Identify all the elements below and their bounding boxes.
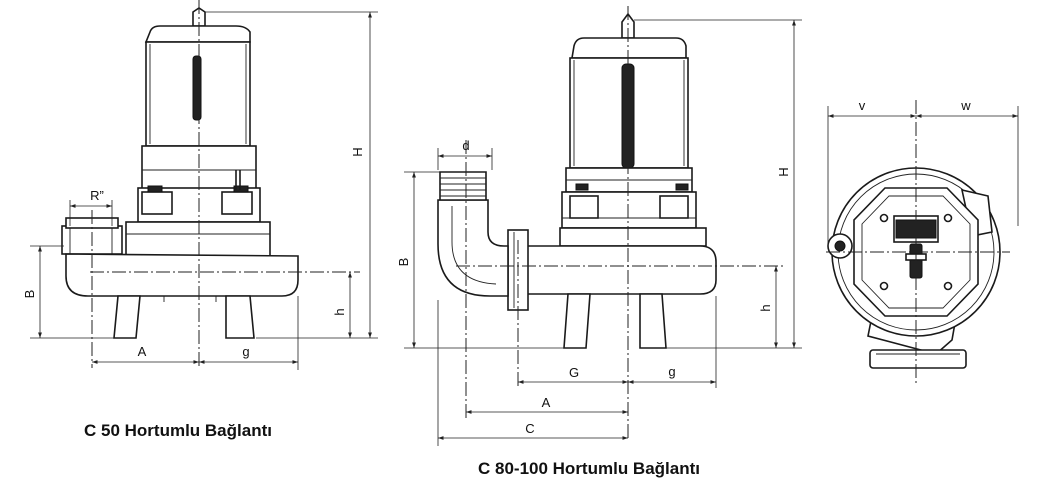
c50-dimension-labels: H h B A g R” [22,147,365,359]
c80-100-dimension-labels: H h B d G g A C [396,138,791,436]
pump-top-view [826,100,1010,384]
c50-dimension-lines [30,11,378,370]
dim-g: g [668,364,675,379]
dim-h: h [332,308,347,315]
caption-c80-100: C 80-100 Hortumlu Bağlantı [478,459,700,478]
dim-w: w [960,98,971,113]
dim-G: G [569,365,579,380]
dim-g: g [242,344,249,359]
dim-A: A [542,395,551,410]
pump-c50-side-view [61,0,360,368]
dim-H: H [350,147,365,156]
caption-c50: C 50 Hortumlu Bağlantı [84,421,272,440]
dim-v: v [859,98,866,113]
dim-h: h [758,304,773,311]
dim-C: C [525,421,534,436]
pump-c80-100-side-view [437,6,786,440]
top-view-dimension-lines [827,106,1019,246]
dim-H: H [776,167,791,176]
dim-B: B [22,290,37,299]
top-view-dimension-labels: v w [859,98,972,113]
c80-100-dimension-lines [404,19,802,446]
dim-d: d [462,138,469,153]
dim-B: B [396,258,411,267]
dim-R: R” [90,188,104,203]
dim-A: A [138,344,147,359]
